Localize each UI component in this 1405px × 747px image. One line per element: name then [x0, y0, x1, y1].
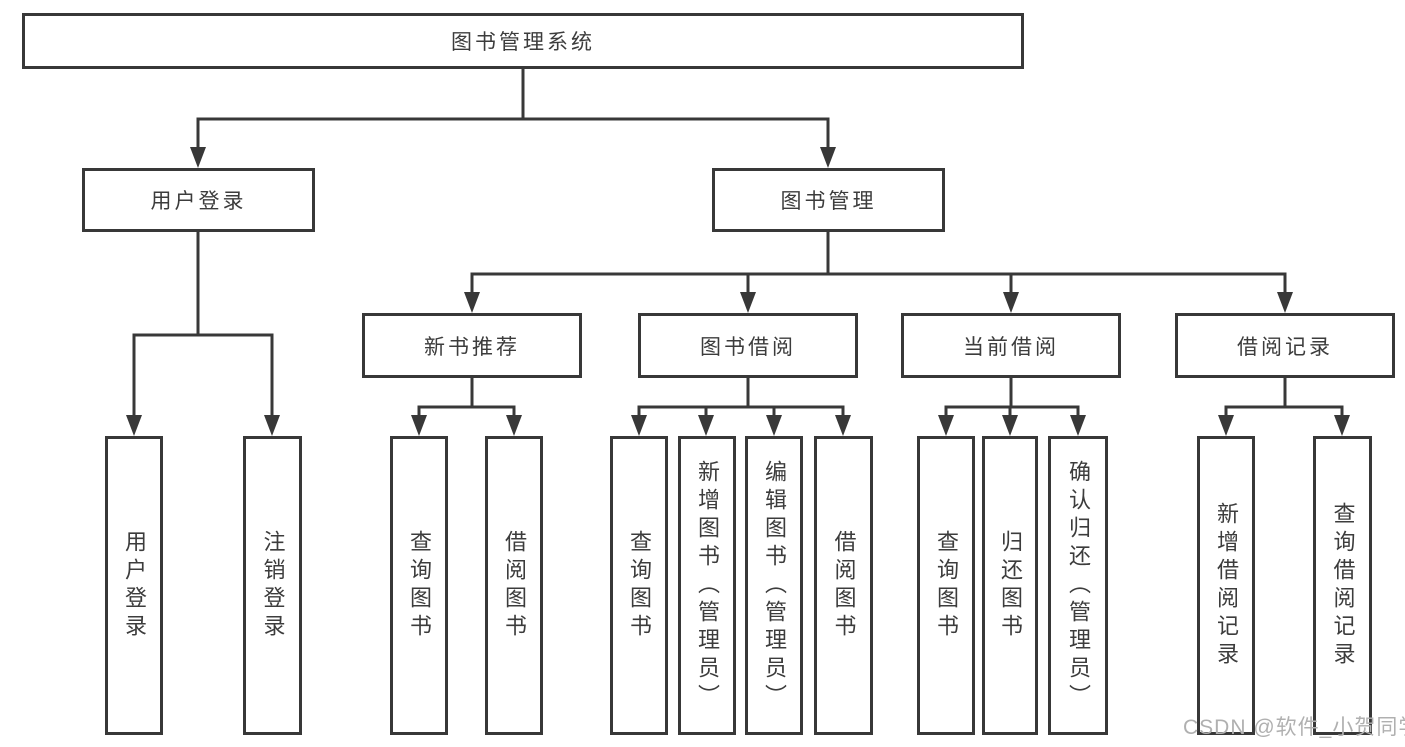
leaf-return-book: 归还图书 — [982, 436, 1038, 735]
leaf-borrow-books-borrowing: 借阅图书 — [814, 436, 873, 735]
node-book-borrowing-label: 图书借阅 — [700, 335, 796, 359]
node-borrowing-records-label: 借阅记录 — [1237, 335, 1333, 359]
node-book-borrowing: 图书借阅 — [638, 313, 858, 378]
leaf-add-book-admin-label: 新增图书（管理员） — [695, 459, 720, 712]
leaf-borrow-books-borrowing-label: 借阅图书 — [831, 529, 857, 642]
leaf-edit-book-admin-label: 编辑图书（管理员） — [762, 459, 787, 712]
node-current-borrowing-label: 当前借阅 — [963, 335, 1059, 359]
leaf-add-book-admin: 新增图书（管理员） — [678, 436, 736, 735]
leaf-query-books-borrowing-label: 查询图书 — [627, 529, 652, 642]
leaf-borrow-books-recommend-label: 借阅图书 — [502, 529, 527, 642]
leaf-confirm-return-admin: 确认归还（管理员） — [1048, 436, 1108, 735]
leaf-add-borrow-record: 新增借阅记录 — [1197, 436, 1255, 735]
leaf-logout: 注销登录 — [243, 436, 302, 735]
node-current-borrowing: 当前借阅 — [901, 313, 1121, 378]
node-new-book-recommend-label: 新书推荐 — [424, 335, 520, 359]
leaf-query-books-recommend: 查询图书 — [390, 436, 448, 735]
node-user-login-label: 用户登录 — [150, 190, 247, 213]
leaf-logout-label: 注销登录 — [260, 529, 286, 642]
leaf-query-borrow-record: 查询借阅记录 — [1313, 436, 1372, 735]
leaf-query-books-current: 查询图书 — [917, 436, 975, 735]
leaf-query-books-borrowing: 查询图书 — [610, 436, 668, 735]
leaf-borrow-books-recommend: 借阅图书 — [485, 436, 543, 735]
node-user-login: 用户登录 — [82, 168, 315, 232]
node-borrowing-records: 借阅记录 — [1175, 313, 1395, 378]
node-new-book-recommend: 新书推荐 — [362, 313, 582, 378]
leaf-confirm-return-admin-label: 确认归还（管理员） — [1066, 459, 1091, 712]
node-book-management: 图书管理 — [712, 168, 945, 232]
leaf-return-book-label: 归还图书 — [998, 529, 1023, 642]
csdn-watermark: CSDN @软件_小贺同学 — [1183, 716, 1405, 739]
leaf-add-borrow-record-label: 新增借阅记录 — [1214, 501, 1239, 670]
leaf-user-login-label: 用户登录 — [122, 529, 147, 642]
leaf-query-books-recommend-label: 查询图书 — [407, 529, 432, 642]
leaf-query-books-current-label: 查询图书 — [934, 529, 959, 642]
leaf-edit-book-admin: 编辑图书（管理员） — [745, 436, 803, 735]
leaf-user-login: 用户登录 — [105, 436, 163, 735]
node-root-system-label: 图书管理系统 — [451, 31, 595, 54]
node-book-management-label: 图书管理 — [780, 190, 877, 213]
leaf-query-borrow-record-label: 查询借阅记录 — [1330, 501, 1356, 670]
node-root-system: 图书管理系统 — [22, 13, 1024, 69]
